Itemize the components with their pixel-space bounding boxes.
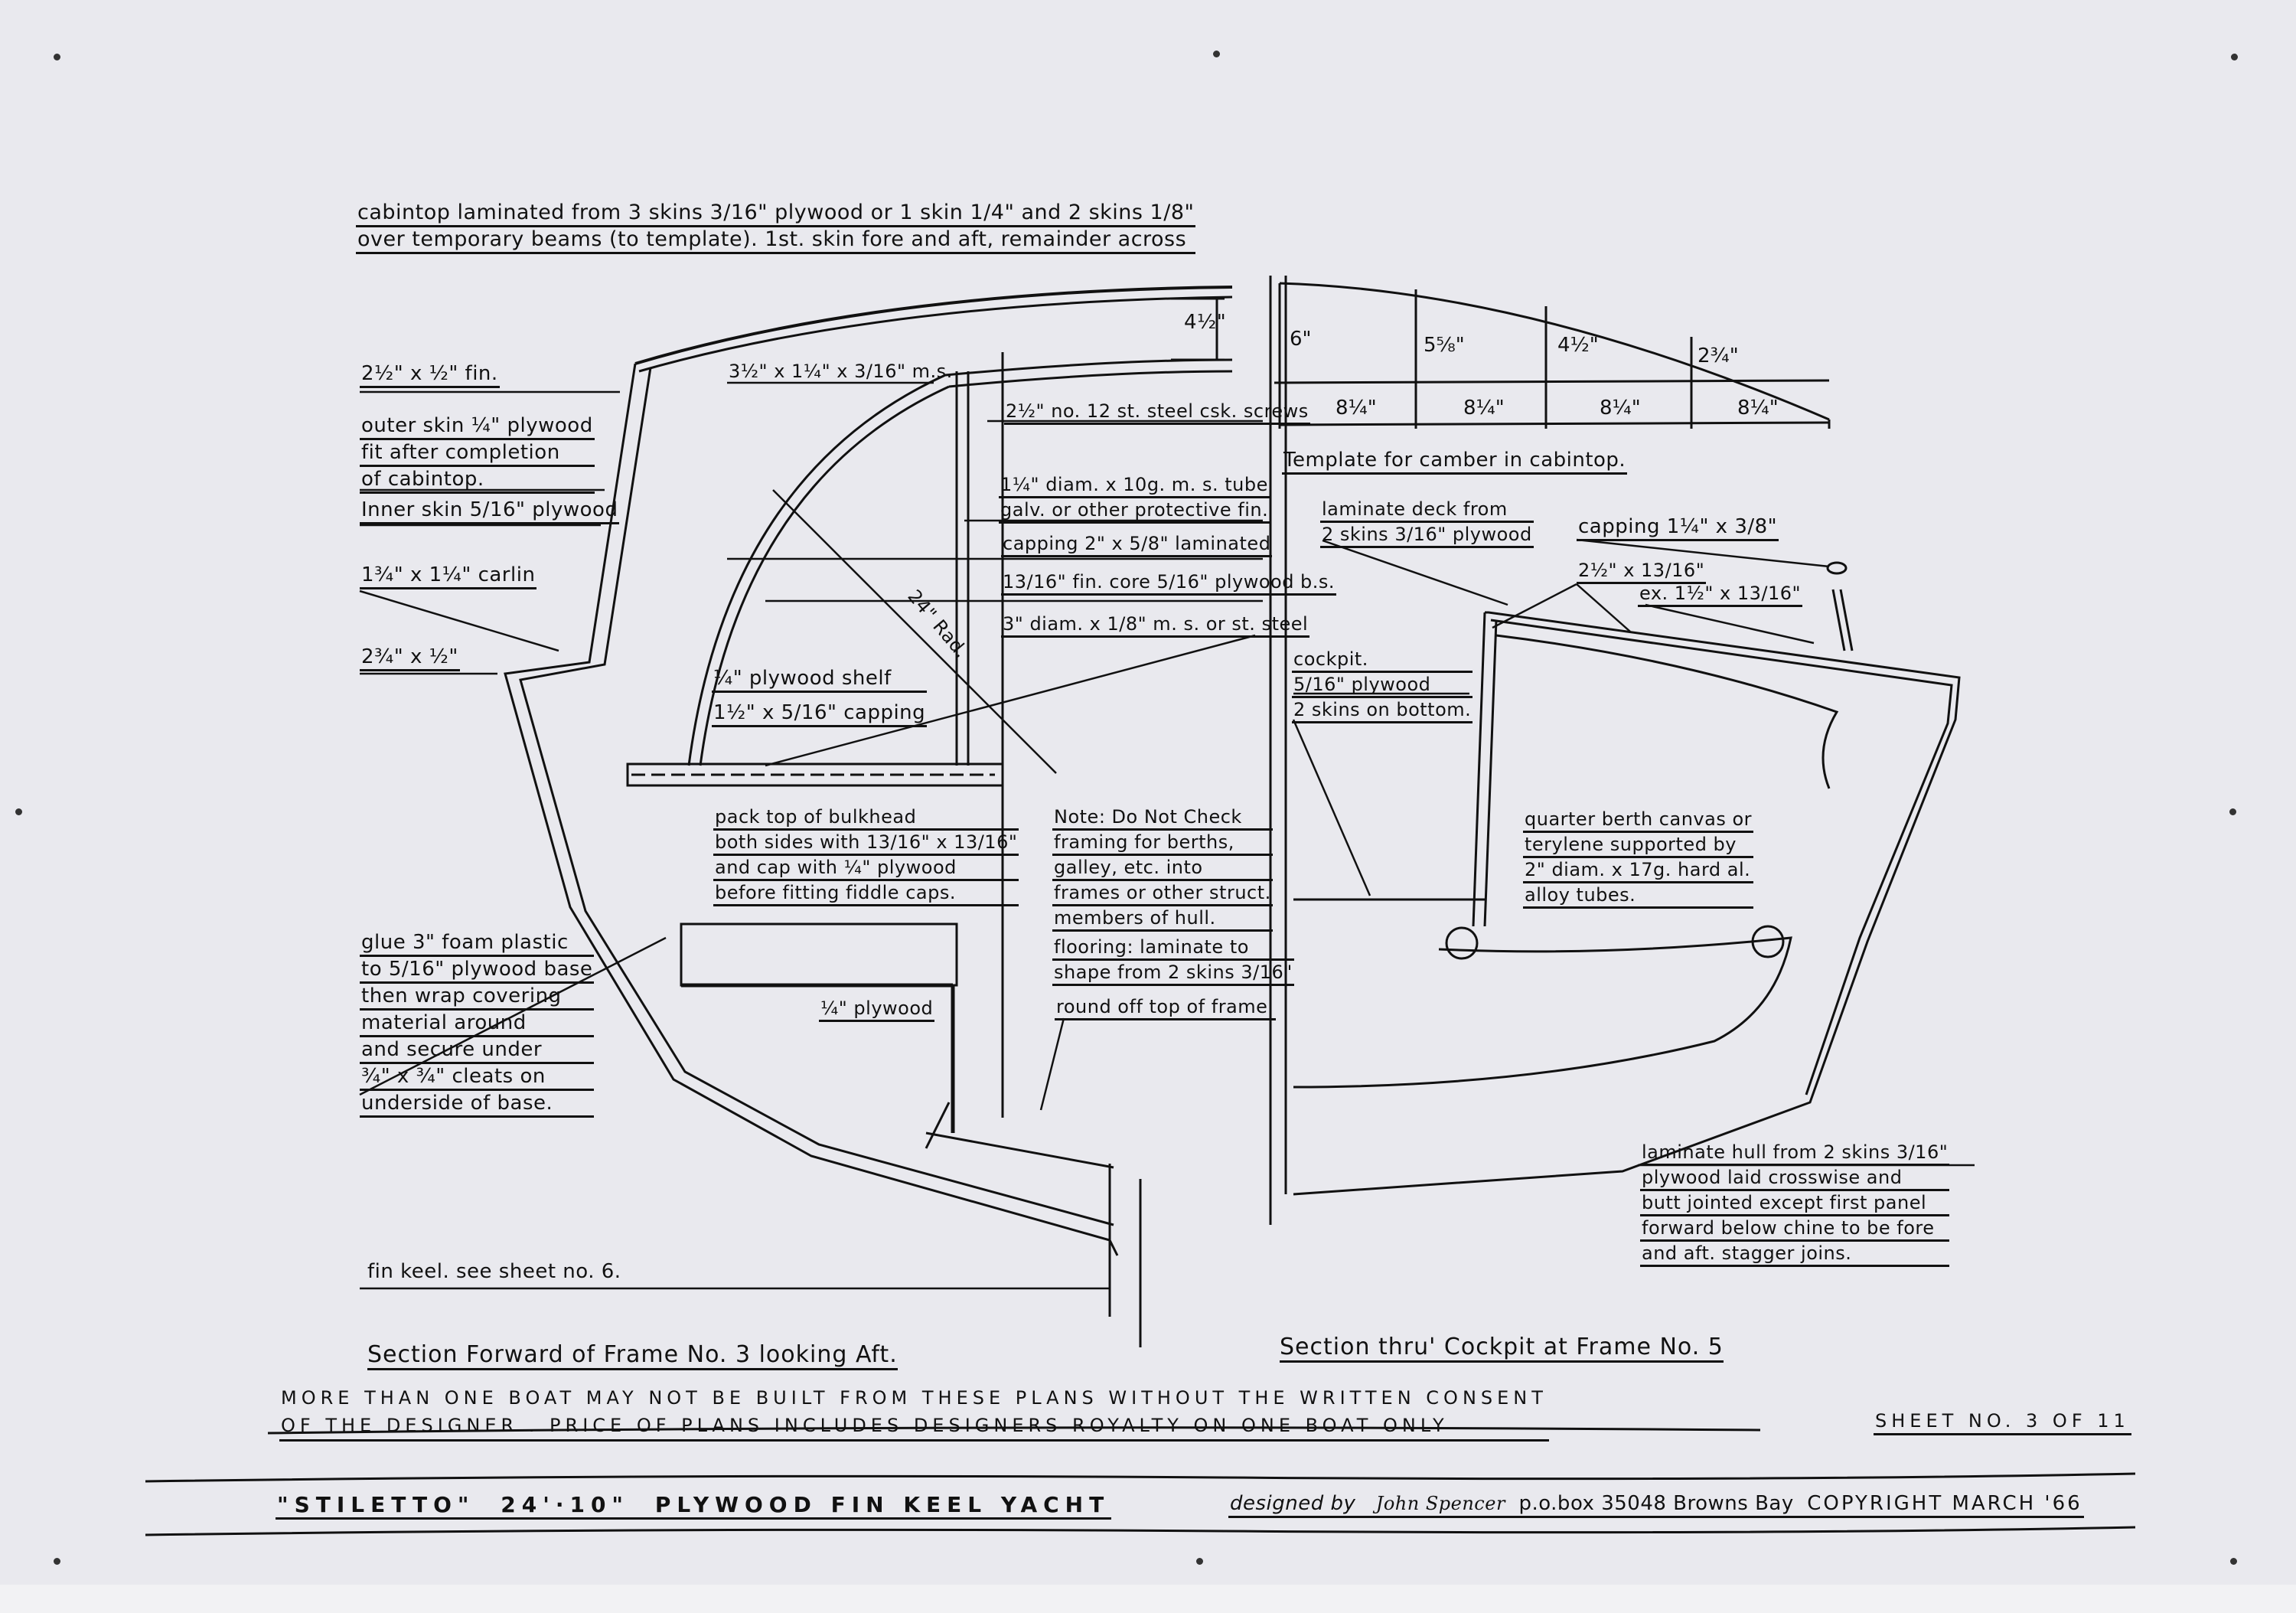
pin-hole — [54, 54, 60, 60]
sheer-label: 2¾" x ½" — [360, 645, 460, 671]
left-hull-outline — [504, 276, 1272, 1347]
carlin-label: 1¾" x 1¼" carlin — [360, 563, 537, 589]
quarter-plywood-label: ¼" plywood — [819, 997, 935, 1022]
camber-template — [1274, 282, 1831, 429]
designer-signature: John Spencer — [1375, 1493, 1505, 1514]
cabintop-note: cabintop laminated from 3 skins 3/16" pl… — [356, 201, 1196, 254]
right-section-caption: Section thru' Cockpit at Frame No. 5 — [1280, 1334, 1724, 1363]
camber-spacing-4: 8¼" — [1737, 397, 1779, 420]
boat-title: "STILETTO" 24'·10" PLYWOOD FIN KEEL YACH… — [276, 1493, 1112, 1520]
title-block-lines — [145, 1426, 2136, 1536]
capping-laminated-label: capping 2" x 5/8" laminated — [1001, 532, 1273, 557]
left-section-caption: Section Forward of Frame No. 3 looking A… — [367, 1341, 898, 1370]
right-hull-outline — [1284, 276, 1961, 1196]
camber-height-2: 5⅝" — [1424, 334, 1465, 357]
pin-hole — [15, 808, 22, 815]
pin-hole — [1213, 51, 1220, 57]
pin-hole — [2230, 1558, 2237, 1565]
ex-beam-label: ex. 1½" x 13/16" — [1638, 582, 1803, 607]
inner-skin-label: Inner skin 5/16" plywood — [360, 498, 620, 524]
steel-label: 3" diam. x 1/8" m. s. or st. steel — [1001, 612, 1310, 638]
round-off-label: round off top of frame. — [1055, 995, 1276, 1020]
pin-hole — [54, 1558, 60, 1565]
core-label: 13/16" fin. core 5/16" plywood b.s. — [1001, 570, 1337, 596]
height-dim-label: 4½" — [1184, 311, 1227, 334]
fin-keel-label: fin keel. see sheet no. 6. — [367, 1260, 621, 1283]
camber-spacing-1: 8¼" — [1336, 397, 1377, 420]
sheet-number: SHEET No. 3 of 11 — [1874, 1409, 2131, 1435]
hull-laminate-label: laminate hull from 2 skins 3/16"plywood … — [1640, 1141, 1950, 1267]
camber-height-4: 2¾" — [1698, 344, 1739, 367]
pin-hole — [2229, 808, 2236, 815]
copyright-date: COPYRIGHT MARCH '66 — [1807, 1492, 2082, 1515]
pin-hole — [2231, 54, 2238, 60]
beam-ms-label: 3½" x 1¼" x 3/16" m.s. — [729, 361, 953, 382]
deck-capping-label: capping 1¼" x 3/8" — [1577, 514, 1779, 541]
camber-spacing-3: 8¼" — [1600, 397, 1641, 420]
camber-height-3: 4½" — [1557, 334, 1599, 357]
paper-edge — [0, 1585, 2296, 1613]
camber-spacing-2: 8¼" — [1463, 397, 1505, 420]
copyright-notice: MORE THAN ONE BOAT MAY NOT BE BUILT FROM… — [279, 1384, 1549, 1442]
designed-by-label: designed by — [1230, 1492, 1356, 1515]
camber-caption: Template for camber in cabintop. — [1282, 448, 1628, 475]
pin-hole — [1196, 1558, 1203, 1565]
fin-label: 2½" x ½" fin. — [360, 361, 500, 388]
designer-block: designed by John Spencer p.o.box 35048 B… — [1228, 1491, 2084, 1518]
designer-address: p.o.box 35048 Browns Bay — [1518, 1492, 1794, 1515]
screws-label: 2½" no. 12 st. steel csk. screws — [1004, 400, 1310, 425]
camber-height-1: 6" — [1290, 328, 1312, 351]
deck-beam-label: 2½" x 13/16" — [1577, 559, 1707, 584]
left-leader-lines — [359, 381, 1263, 1290]
